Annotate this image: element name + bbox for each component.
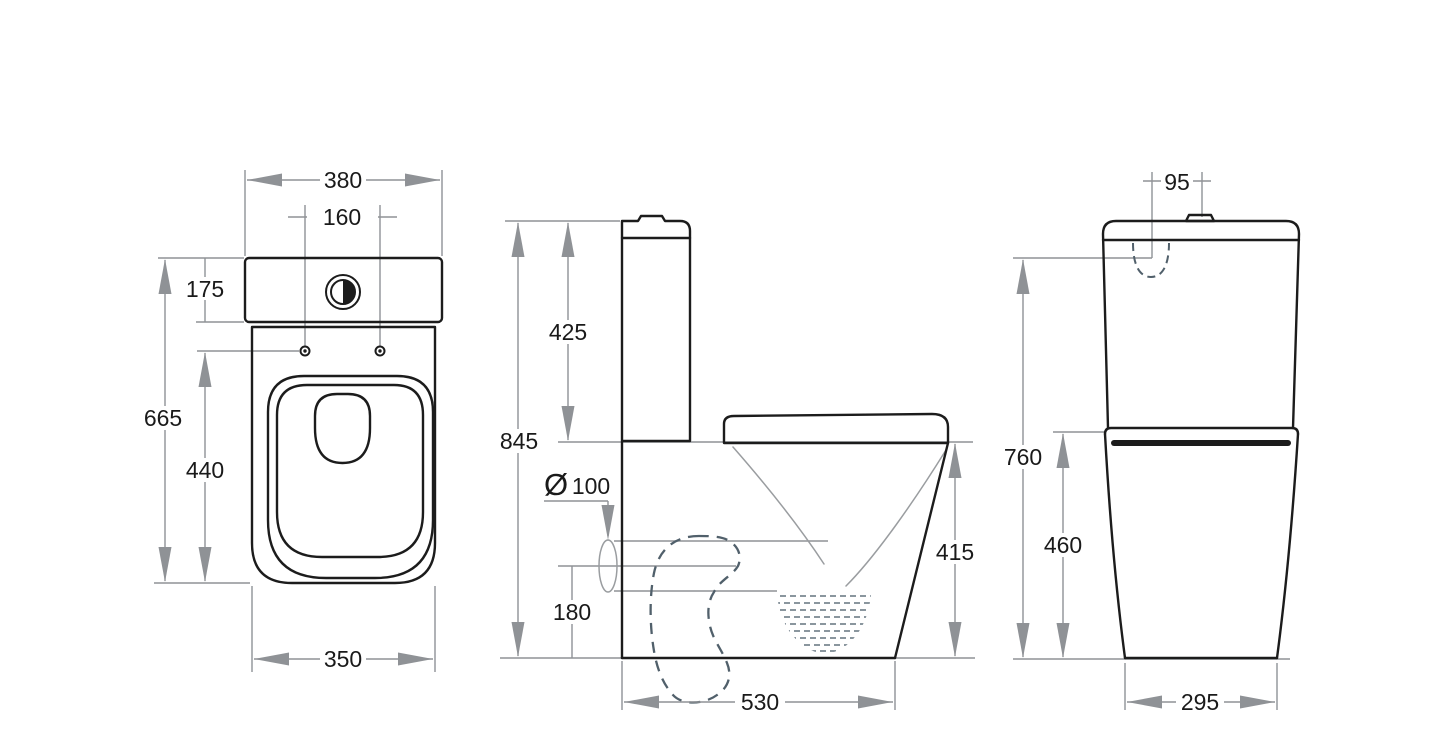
label-mask [1041, 533, 1085, 557]
flush-button-front [1184, 213, 1216, 223]
label-mask [735, 690, 785, 714]
body-right-edge-front [1275, 432, 1300, 660]
flush-button-half [343, 280, 355, 304]
label-mask [497, 429, 541, 453]
seat-ring-inner [275, 383, 425, 559]
dim-label-overall-width: 380 [324, 167, 362, 193]
bowl-opening [313, 392, 372, 465]
front-view-body [1101, 213, 1301, 660]
dim-label-outlet-diameter-symbol: Ø [544, 467, 568, 502]
label-mask [546, 320, 590, 344]
tank-outline-top [243, 256, 444, 324]
flush-button-outer [325, 274, 361, 310]
trapway-hidden-line [649, 534, 741, 704]
side-view: 845 425 Ø 100 180 415 530 [497, 214, 977, 715]
top-view-extension-lines [154, 170, 443, 672]
seat-ring-outer [266, 374, 435, 580]
dim-label-inlet-height: 760 [1004, 444, 1042, 470]
label-mask [320, 169, 366, 192]
bowl-outline-top [250, 325, 437, 585]
mounting-hole-left [299, 345, 311, 357]
label-mask [933, 540, 977, 564]
bowl-interior-lines [598, 446, 947, 593]
tank-outline-side [620, 214, 692, 660]
dim-label-seat-length: 440 [186, 457, 224, 483]
label-mask [1176, 690, 1224, 714]
top-view-body [243, 256, 444, 585]
label-mask [183, 458, 227, 482]
dim-label-overall-length: 665 [144, 405, 182, 431]
water-pool [777, 595, 871, 652]
label-mask [1001, 445, 1045, 469]
label-mask [320, 647, 366, 671]
bowl-front-edge [893, 441, 950, 660]
body-top-line-front [1103, 426, 1300, 436]
dim-label-overall-height: 845 [500, 428, 538, 454]
label-mask [550, 600, 594, 624]
dim-label-tank-depth: 175 [186, 276, 224, 302]
dim-label-bowl-width: 350 [324, 646, 362, 672]
dim-label-base-width: 295 [1181, 689, 1219, 715]
dim-outlet-leader [544, 500, 615, 540]
front-view: 95 760 460 295 [1001, 169, 1301, 715]
body-left-edge-front [1103, 432, 1127, 660]
mounting-hole-left-dot [303, 349, 307, 353]
label-mask [184, 277, 226, 300]
dim-label-overall-depth: 530 [741, 689, 779, 715]
mounting-hole-right-dot [378, 349, 382, 353]
label-mask [141, 406, 185, 430]
dim-label-rim-height: 415 [936, 539, 974, 565]
top-view: 380 160 175 665 440 350 [141, 167, 444, 672]
dim-label-tank-height: 425 [549, 319, 587, 345]
side-view-extension-lines [500, 220, 975, 710]
tank-outline-front [1101, 219, 1301, 430]
dim-label-hole-spacing: 160 [323, 204, 361, 230]
dim-label-outlet-diameter-value: 100 [572, 473, 610, 499]
dim-label-inlet-to-button: 95 [1164, 169, 1190, 195]
side-view-body [620, 214, 950, 660]
mounting-hole-right [374, 345, 386, 357]
inlet-hole-hidden-line [1132, 242, 1170, 279]
dim-label-body-height: 460 [1044, 532, 1082, 558]
dim-label-outlet-height: 180 [553, 599, 591, 625]
seat-side [722, 412, 950, 445]
